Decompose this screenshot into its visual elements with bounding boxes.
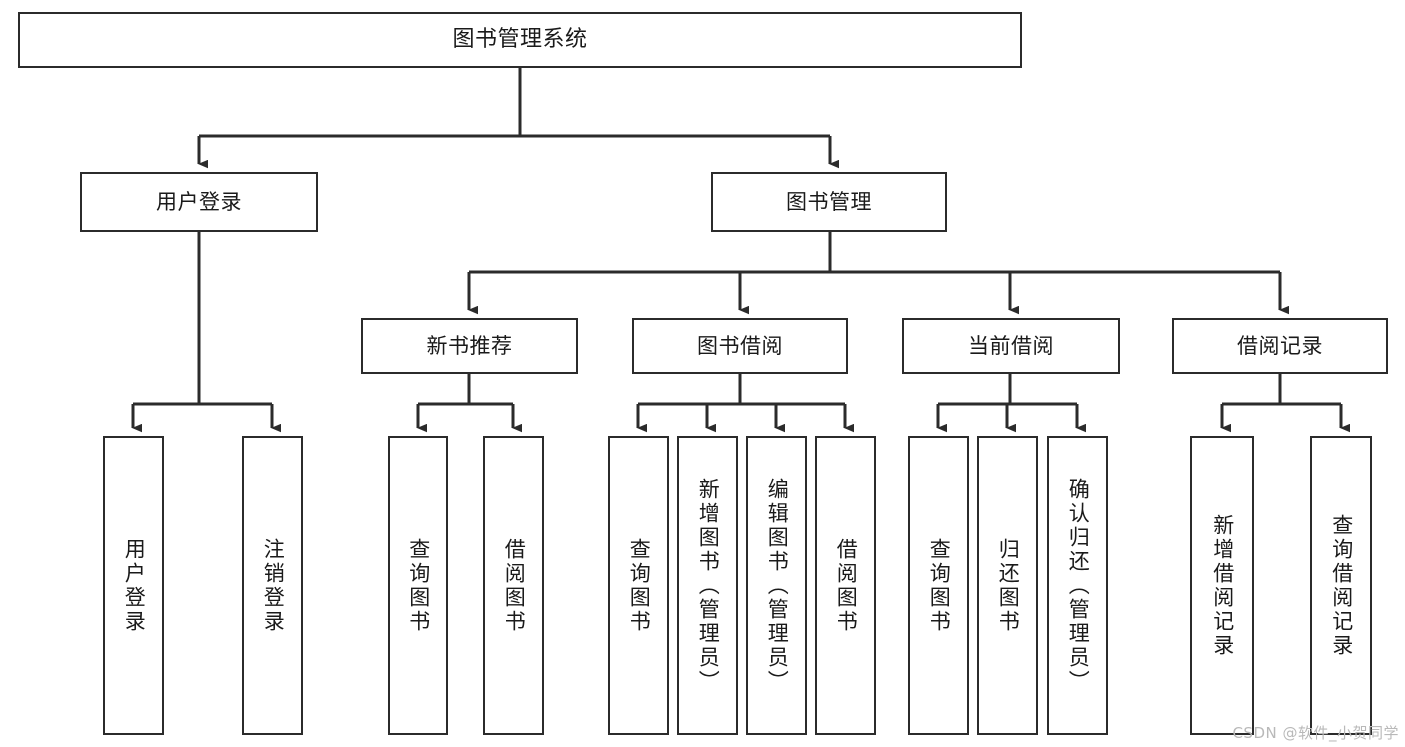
node-label: 借阅图书: [834, 537, 859, 634]
node-label: 新增图书（管理员）: [696, 477, 721, 694]
node-label: 编辑图书（管理员）: [765, 477, 790, 694]
node-user-login[interactable]: 用户登录: [80, 172, 318, 232]
node-leaf-add-book-admin[interactable]: 新增图书（管理员）: [677, 436, 738, 735]
node-label: 图书借阅: [697, 333, 783, 358]
node-leaf-add-borrow-record[interactable]: 新增借阅记录: [1190, 436, 1254, 735]
node-label: 查询图书: [627, 537, 652, 634]
node-label: 新书推荐: [426, 333, 513, 358]
node-borrow-record[interactable]: 借阅记录: [1172, 318, 1388, 374]
node-label: 确认归还（管理员）: [1066, 477, 1091, 694]
node-label: 归还图书: [996, 537, 1021, 634]
node-leaf-logout-login[interactable]: 注销登录: [242, 436, 303, 735]
node-label: 当前借阅: [968, 333, 1054, 358]
node-book-borrow[interactable]: 图书借阅: [632, 318, 848, 374]
node-label: 注销登录: [261, 537, 286, 634]
node-label: 借阅记录: [1237, 333, 1323, 358]
node-current-borrow[interactable]: 当前借阅: [902, 318, 1120, 374]
node-leaf-query-book-1[interactable]: 查询图书: [388, 436, 448, 735]
node-leaf-confirm-return-admin[interactable]: 确认归还（管理员）: [1047, 436, 1108, 735]
watermark: CSDN @软件_小贺同学: [1232, 724, 1399, 742]
node-leaf-query-book-2[interactable]: 查询图书: [608, 436, 669, 735]
node-label: 查询图书: [927, 537, 952, 634]
node-leaf-borrow-book-2[interactable]: 借阅图书: [815, 436, 876, 735]
node-label: 新增借阅记录: [1210, 513, 1235, 658]
node-label: 查询图书: [406, 537, 431, 634]
node-leaf-user-login[interactable]: 用户登录: [103, 436, 164, 735]
node-root-book-management-system[interactable]: 图书管理系统: [18, 12, 1022, 68]
node-label: 借阅图书: [502, 537, 527, 634]
node-leaf-edit-book-admin[interactable]: 编辑图书（管理员）: [746, 436, 807, 735]
node-leaf-return-book[interactable]: 归还图书: [977, 436, 1038, 735]
node-label: 图书管理系统: [452, 27, 588, 53]
node-book-management[interactable]: 图书管理: [711, 172, 947, 232]
node-label: 图书管理: [786, 189, 872, 214]
node-label: 用户登录: [156, 189, 242, 214]
node-label: 用户登录: [122, 537, 147, 634]
node-leaf-query-borrow-record[interactable]: 查询借阅记录: [1310, 436, 1372, 735]
node-leaf-query-book-3[interactable]: 查询图书: [908, 436, 969, 735]
node-label: 查询借阅记录: [1329, 513, 1354, 658]
node-leaf-borrow-book-1[interactable]: 借阅图书: [483, 436, 544, 735]
node-new-book-recommend[interactable]: 新书推荐: [361, 318, 578, 374]
